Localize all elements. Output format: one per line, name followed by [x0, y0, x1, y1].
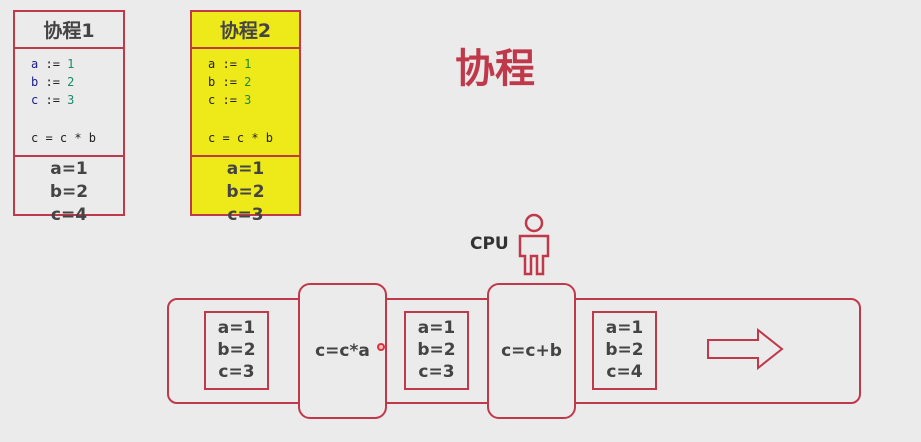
coroutine-2-state: a=1 b=2 c=3 — [192, 157, 299, 227]
state-value: b=2 — [417, 340, 456, 360]
code-statement: c = c * b — [31, 131, 97, 145]
code-op: := — [222, 75, 237, 89]
code-num: 3 — [244, 93, 252, 107]
state-value: b=2 — [49, 182, 89, 202]
page-title: 协程 — [455, 46, 535, 92]
code-var: a — [31, 57, 39, 71]
coroutine-2-card: 协程2 a := 1 b := 2 c := 3 c = c * b a=1 b… — [190, 10, 301, 225]
code-num: 1 — [244, 57, 252, 71]
state-value: c=4 — [50, 205, 88, 225]
coroutine-2-code: a := 1 b := 2 c := 3 c = c * b — [192, 49, 299, 157]
timeline-op-1: c=c*a — [298, 283, 387, 419]
coroutine-1-code: a := 1 b := 2 c := 3 c = c * b — [15, 49, 123, 157]
state-value: b=2 — [217, 340, 256, 360]
person-icon — [518, 213, 550, 276]
code-var: b — [31, 75, 39, 89]
cursor-dot — [377, 343, 385, 351]
code-statement: c = c * b — [208, 131, 274, 145]
code-num: 2 — [244, 75, 252, 89]
state-value: c=3 — [227, 205, 264, 225]
code-op: := — [45, 75, 60, 89]
code-var: b — [208, 75, 216, 89]
state-value: c=3 — [218, 362, 255, 382]
coroutine-1-state: a=1 b=2 c=4 — [15, 157, 123, 227]
cpu-label: CPU — [470, 234, 509, 254]
state-value: a=1 — [226, 159, 265, 179]
state-value: a=1 — [417, 318, 456, 338]
state-value: b=2 — [226, 182, 265, 202]
code-var: c — [208, 93, 216, 107]
code-op: := — [45, 57, 60, 71]
state-value: c=4 — [606, 362, 643, 382]
state-value: c=3 — [418, 362, 455, 382]
op-label: c=c+b — [501, 341, 562, 361]
coroutine-1-title: 协程1 — [15, 12, 123, 49]
code-num: 3 — [67, 93, 75, 107]
code-var: a — [208, 57, 216, 71]
code-num: 1 — [67, 57, 75, 71]
code-num: 2 — [67, 75, 75, 89]
code-op: := — [45, 93, 60, 107]
op-label: c=c*a — [315, 341, 370, 361]
arrow-right-icon — [707, 328, 784, 370]
code-op: := — [222, 57, 237, 71]
state-value: a=1 — [50, 159, 88, 179]
timeline-op-2: c=c+b — [487, 283, 576, 419]
coroutine-1-card: 协程1 a := 1 b := 2 c := 3 c = c * b a=1 b… — [13, 10, 125, 225]
state-value: a=1 — [605, 318, 644, 338]
coroutine-2-title: 协程2 — [192, 12, 299, 49]
state-value: b=2 — [605, 340, 644, 360]
state-value: a=1 — [217, 318, 256, 338]
code-var: c — [31, 93, 39, 107]
code-op: := — [222, 93, 237, 107]
